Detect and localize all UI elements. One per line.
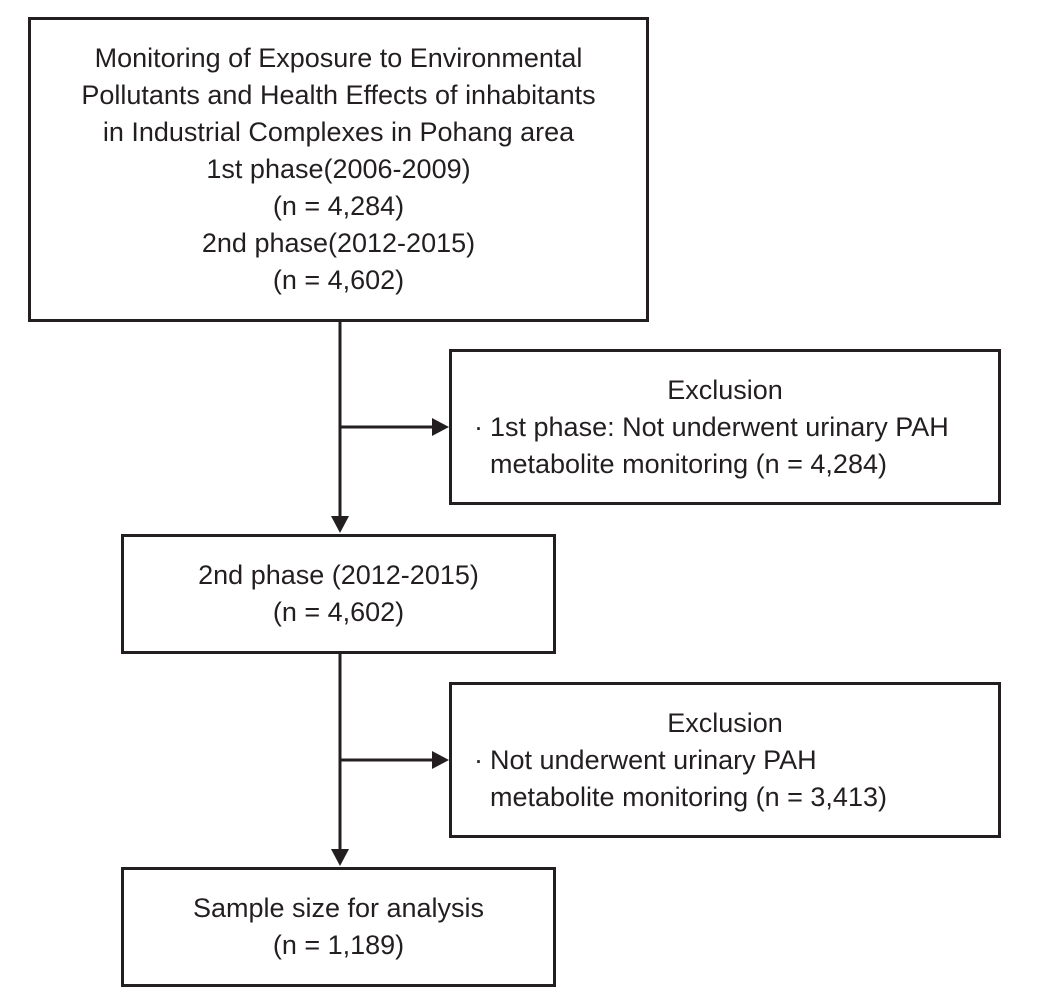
- final-sample-box: Sample size for analysis (n = 1,189): [121, 867, 556, 987]
- exclusion-2-title: Exclusion: [667, 707, 783, 738]
- final-sample-count: (n = 1,189): [272, 930, 405, 960]
- final-sample-label: Sample size for analysis: [192, 893, 485, 923]
- exclusion-1-item-line-2: metabolite monitoring (n = 4,284): [490, 448, 887, 479]
- source-title-line-2: Pollutants and Health Effects of inhabit…: [81, 80, 596, 110]
- exclusion-box-1: Exclusion · 1st phase: Not underwent uri…: [449, 349, 1001, 505]
- phase2-count: (n = 4,602): [272, 265, 405, 295]
- exclusion-2-items: · Not underwent urinary PAH metabolite m…: [452, 742, 887, 816]
- exclusion-2-item-line-1: Not underwent urinary PAH: [490, 744, 817, 775]
- arrowhead-main-to-phase2: [331, 516, 349, 533]
- phase1-label: 1st phase(2006-2009): [206, 154, 471, 184]
- source-title-line-3: in Industrial Complexes in Pohang area: [102, 117, 575, 147]
- arrowhead-to-exclusion-1: [432, 418, 449, 436]
- arrowhead-to-exclusion-2: [432, 751, 449, 769]
- phase2-box-label: 2nd phase (2012-2015): [198, 560, 479, 590]
- source-title-line-1: Monitoring of Exposure to Environmental: [94, 43, 583, 73]
- phase2-label: 2nd phase(2012-2015): [201, 228, 476, 258]
- exclusion-1-items: · 1st phase: Not underwent urinary PAH m…: [452, 409, 949, 483]
- bullet-dot: ·: [474, 744, 483, 775]
- exclusion-1-item-line-1: 1st phase: Not underwent urinary PAH: [490, 411, 949, 442]
- arrowhead-phase2-to-final: [331, 849, 349, 866]
- phase2-box-count: (n = 4,602): [272, 597, 405, 627]
- study-source-box: Monitoring of Exposure to Environmental …: [28, 17, 649, 322]
- bullet-dot: ·: [474, 411, 483, 442]
- exclusion-1-title: Exclusion: [667, 374, 783, 405]
- exclusion-2-item: · Not underwent urinary PAH: [474, 742, 887, 779]
- phase1-count: (n = 4,284): [272, 191, 405, 221]
- exclusion-box-2: Exclusion · Not underwent urinary PAH me…: [449, 682, 1001, 838]
- exclusion-2-item-line-2: metabolite monitoring (n = 3,413): [490, 781, 887, 812]
- exclusion-1-item: · 1st phase: Not underwent urinary PAH: [474, 409, 949, 446]
- phase2-box: 2nd phase (2012-2015) (n = 4,602): [121, 534, 556, 654]
